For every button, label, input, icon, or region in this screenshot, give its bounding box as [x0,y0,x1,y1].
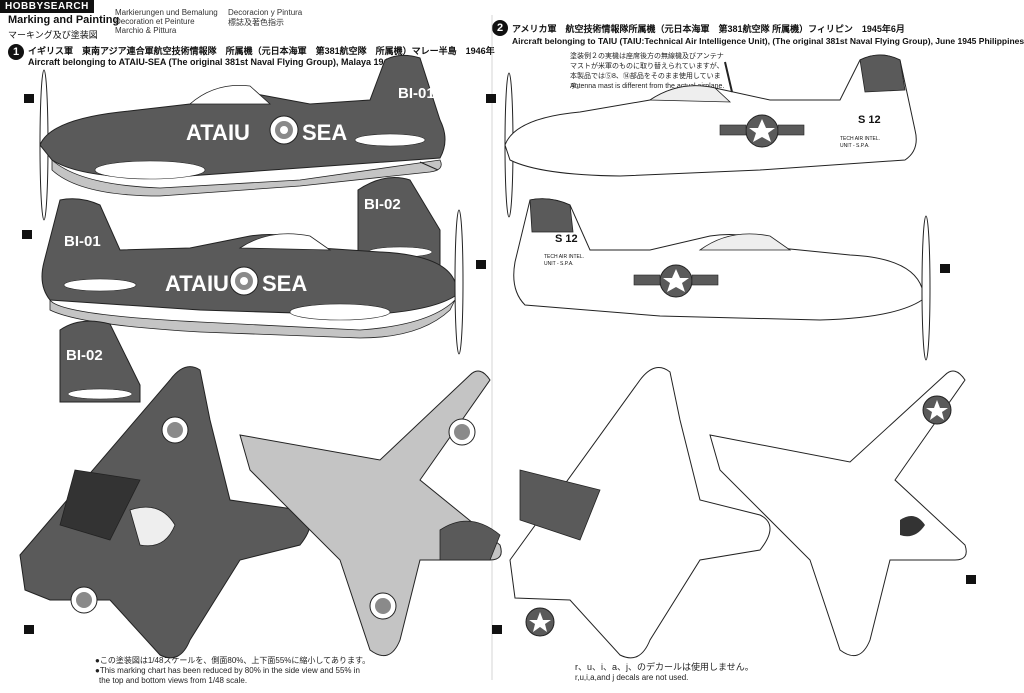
tail-inset-fin [59,320,141,403]
fuselage-text-b: SEA [302,120,347,145]
wheel-bay [900,516,925,537]
star-icon [663,269,689,292]
tail-inset-fin [357,177,441,269]
footer-note-ja: ●この塗装図は1/48スケールを、側面80%、上下面55%に縮小してあります。 [95,656,371,665]
roundel-center [280,126,288,134]
wing-root-white [289,303,391,321]
canopy [238,233,332,251]
callout-box [22,230,32,239]
tail-stripe-dark [529,198,574,233]
canopy [648,85,732,103]
s1-tail-inset-1: BI-02 [357,177,441,269]
canopy-top [129,506,176,547]
tail-text-2: UNIT - S.P.A. [840,143,870,149]
star-bar-right [777,124,805,136]
star-icon [749,119,775,142]
airframe-white [509,367,771,659]
tail-code: S 12 [555,233,578,245]
star-bar-left [633,274,661,286]
drawing-canvas: ATAIU SEA BI-01 BI-02 ATAIU SEA BI-01 [19,15,976,680]
star-icon [926,400,948,420]
header-title: Marking and Painting [8,14,120,26]
tailplane-white [354,133,426,147]
s2-side-view-2: S 12 TECH AIR INTEL. UNIT - S.P.A. [513,198,931,361]
tail-stripe-dark [859,54,906,93]
roundel-mid [76,592,92,608]
callout-box [24,625,34,634]
fuselage-text-a: ATAIU [165,271,229,296]
callout-box [966,575,976,584]
fuselage-white [504,54,917,177]
callout-box [486,94,496,103]
callout-box [492,625,502,634]
footer-right-ja: r、u、i、a、j、のデカールは使用しません。 [575,662,754,672]
tail-text-1: TECH AIR INTEL. [840,136,880,142]
tailwheel [419,161,439,171]
fuselage-text-b: SEA [262,271,307,296]
tail-text-1: TECH AIR INTEL. [544,254,584,260]
roundel-mid [454,424,470,440]
header-title-ja: マーキング及び塗装図 [8,30,98,40]
section1-badge: 1 [8,44,24,60]
propeller-icon [454,209,464,355]
fuselage-text-a: ATAIU [186,120,250,145]
lang-es: Decoracion y Pintura [228,8,303,17]
callout-box [476,260,486,269]
star-bar-right [691,274,719,286]
section1-title-en: Aircraft belonging to ATAIU-SEA (The ori… [28,57,394,67]
s2-side-view-1: S 12 TECH AIR INTEL. UNIT - S.P.A. [504,54,917,218]
hobbysearch-logo: HOBBYSEARCH [0,0,94,13]
footer-note-en-1: ●This marking chart has been reduced by … [95,666,360,675]
airframe-white [709,370,967,657]
roundel-center [240,277,248,285]
tail-inset-code: BI-02 [364,196,401,213]
s2-top-view [509,367,771,659]
canopy [188,85,272,105]
tail-inset-code: BI-02 [66,347,103,364]
section2-badge: 2 [492,20,508,36]
tail-code: BI-01 [64,233,101,250]
s2-bottom-view [709,370,967,657]
tail-code: S 12 [858,114,881,126]
tail-code: BI-01 [398,85,435,102]
lang-fr: Decoration et Peinture [115,17,195,26]
tail-text-2: UNIT - S.P.A. [544,261,574,267]
s1-side-view-1: ATAIU SEA BI-01 [39,54,446,221]
section1-title-ja: イギリス軍 東南アジア連合軍航空技術情報隊 所属機（元日本海軍 第381航空隊 … [28,46,495,56]
roundel-mid [375,598,391,614]
footer-note-en-2: the top and bottom views from 1/48 scale… [99,676,248,685]
canopy [698,233,792,251]
airframe-light [239,370,502,657]
section2-note-ja: 塗装例２の実機は座席後方の無線機及びアンテナマストが米軍のものに取り替えられてい… [570,53,724,90]
lang-it: Marchio & Pittura [115,26,177,35]
star-icon [529,612,551,632]
s1-tail-inset-2: BI-02 [59,320,141,403]
lang-de: Markierungen und Bemalung [115,8,218,17]
section2-title-ja: アメリカ軍 航空技術情報隊所属機（元日本海軍 第381航空隊 所属機）フィリピン… [512,24,905,34]
tailplane-white [63,278,137,292]
s1-bottom-view [239,370,502,657]
lang-zh: 標誌及著色指示 [228,18,284,27]
propeller-icon [921,215,931,361]
cowl-dark [519,469,601,541]
s1-side-view-2: ATAIU SEA BI-01 [41,198,464,355]
star-bar-left [719,124,747,136]
section2-note-en: Antenna mast is different from the actua… [570,83,725,90]
fuselage-underside [51,159,442,197]
section2-title-en: Aircraft belonging to TAIU (TAIU:Technic… [512,36,1024,46]
fuselage-dark [39,54,446,179]
s1-top-view [19,366,311,659]
fuselage-underside [49,298,456,339]
tail-inset-stripe [67,388,133,400]
cowl-dark [59,469,141,541]
wing-root-white [94,160,206,180]
callout-box [940,264,950,273]
footer-right-en: r,u,i,a,and j decals are not used. [575,673,689,682]
callout-box [24,94,34,103]
roundel-mid [167,422,183,438]
cowl-dark [439,520,501,561]
antenna-mast [724,61,733,93]
callout-numbers [22,94,976,634]
